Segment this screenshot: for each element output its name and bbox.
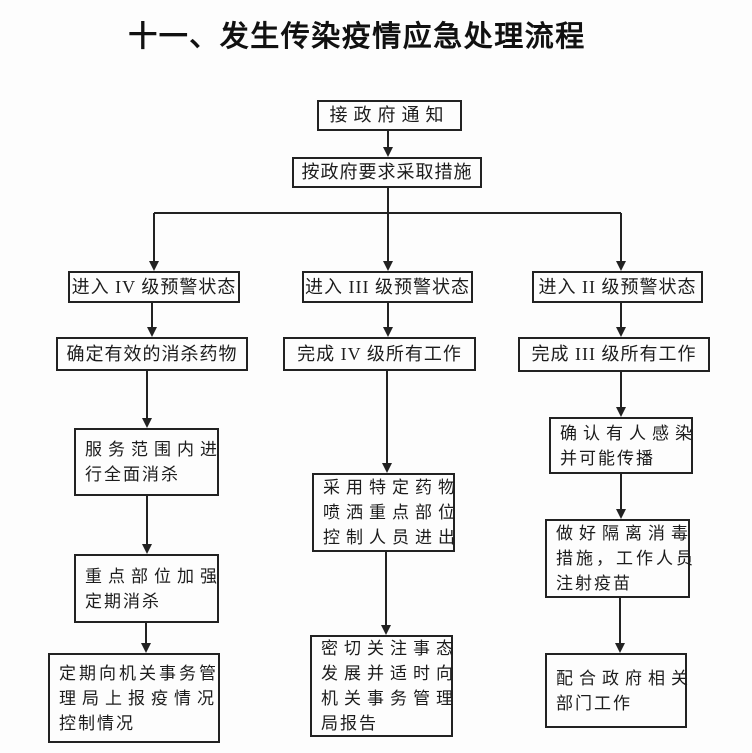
connector-l4-l5 [140,623,152,653]
flow-box-report-epidemic-control-to-admin-bureau: 定期向机关事务管 理局上报疫情况 控制情况 [48,653,220,743]
box-text-line: 定期消杀 [85,591,161,611]
box-text-line: 服务范围内进 [85,440,223,459]
flow-box-receive-government-notice: 接政府通知 [317,100,462,131]
connector-measures-to-level3-branch [382,188,394,271]
connector-m2-m3 [381,371,393,473]
flow-box-enter-level-iv-alert: 进入 IV 级预警状态 [68,271,240,303]
flow-box-isolation-disinfection-staff-vaccination: 做好隔离消毒 措施，工作人员 注射疫苗 [545,519,693,598]
box-text-line: 局报告 [321,714,378,733]
connector-r1-r2 [615,303,627,337]
flow-box-complete-level-iv-work: 完成 IV 级所有工作 [283,337,476,371]
flow-box-enter-level-ii-alert: 进入 II 级预警状态 [532,271,703,303]
box-text-line: 接政府通知 [329,105,450,125]
connector-r3-r4 [615,474,627,519]
box-text-line: 行全面消杀 [85,465,180,484]
box-text-line: 理局上报疫情况 [59,688,220,708]
flow-box-full-disinfection-in-service-area: 服务范围内进 行全面消杀 [74,428,219,496]
connector-r2-r3 [615,372,627,417]
flow-box-determine-effective-disinfectants: 确定有效的消杀药物 [56,337,248,371]
box-text-line: 做好隔离消毒 [556,524,694,543]
flow-box-confirm-infection-possible-spread: 确认有人感染 并可能传播 [549,417,693,474]
box-text-line: 并可能传播 [560,448,655,468]
box-text-line: 控制人员进出 [323,528,461,547]
connector-l3-l4 [141,496,153,554]
box-text-line: 注射疫苗 [556,574,632,593]
box-text-line: 采用特定药物 [323,478,461,497]
connector-l2-l3 [141,371,153,428]
connector-branch-horizontal-line [154,212,621,214]
connector-m1-m2 [382,303,394,337]
box-text-line: 完成 IV 级所有工作 [297,343,462,364]
box-text-line: 密切关注事态 [321,639,459,658]
connector-branch-to-level4 [148,213,160,271]
box-text-line: 确定有效的消杀药物 [66,343,238,364]
flow-box-complete-level-iii-work: 完成 III 级所有工作 [518,337,710,372]
flow-box-cooperate-with-government-departments: 配合政府相关 部门工作 [545,653,688,728]
box-text-line: 机关事务管理 [321,689,459,708]
box-text-line: 确认有人感染 [560,423,698,443]
box-text-line: 重点部位加强 [85,566,223,586]
flow-box-take-measures-per-government: 按政府要求采取措施 [292,157,482,188]
box-text-line: 发展并适时向 [321,664,459,683]
box-text-line: 进入 IV 级预警状态 [71,276,237,297]
box-text-line: 控制情况 [59,713,135,733]
box-text-line: 完成 III 级所有工作 [531,344,697,364]
box-text-line: 进入 III 级预警状态 [305,276,470,297]
connector-l1-l2 [146,303,158,337]
box-text-line: 定期向机关事务管 [59,663,219,683]
flow-box-strengthen-regular-disinfection-key-areas: 重点部位加强 定期消杀 [74,554,219,623]
connector-r4-r5 [614,598,626,653]
box-text-line: 按政府要求采取措施 [301,162,473,182]
connector-branch-to-level2 [615,213,627,271]
connector-notice-to-measures [382,131,394,157]
box-text-line: 部门工作 [556,693,632,713]
box-text-line: 进入 II 级预警状态 [538,276,697,297]
box-text-line: 措施，工作人员 [556,549,696,568]
box-text-line: 配合政府相关 [556,668,694,688]
box-text-line: 喷洒重点部位 [323,503,461,522]
flow-box-enter-level-iii-alert: 进入 III 级预警状态 [302,271,473,303]
connector-m3-m4 [380,552,392,635]
flow-box-monitor-situation-report-admin-bureau: 密切关注事态 发展并适时向 机关事务管理 局报告 [310,635,453,737]
flow-box-spray-specific-disinfectant-control-access: 采用特定药物 喷洒重点部位 控制人员进出 [312,473,455,552]
page-title: 十一、发生传染疫情应急处理流程 [128,21,586,53]
